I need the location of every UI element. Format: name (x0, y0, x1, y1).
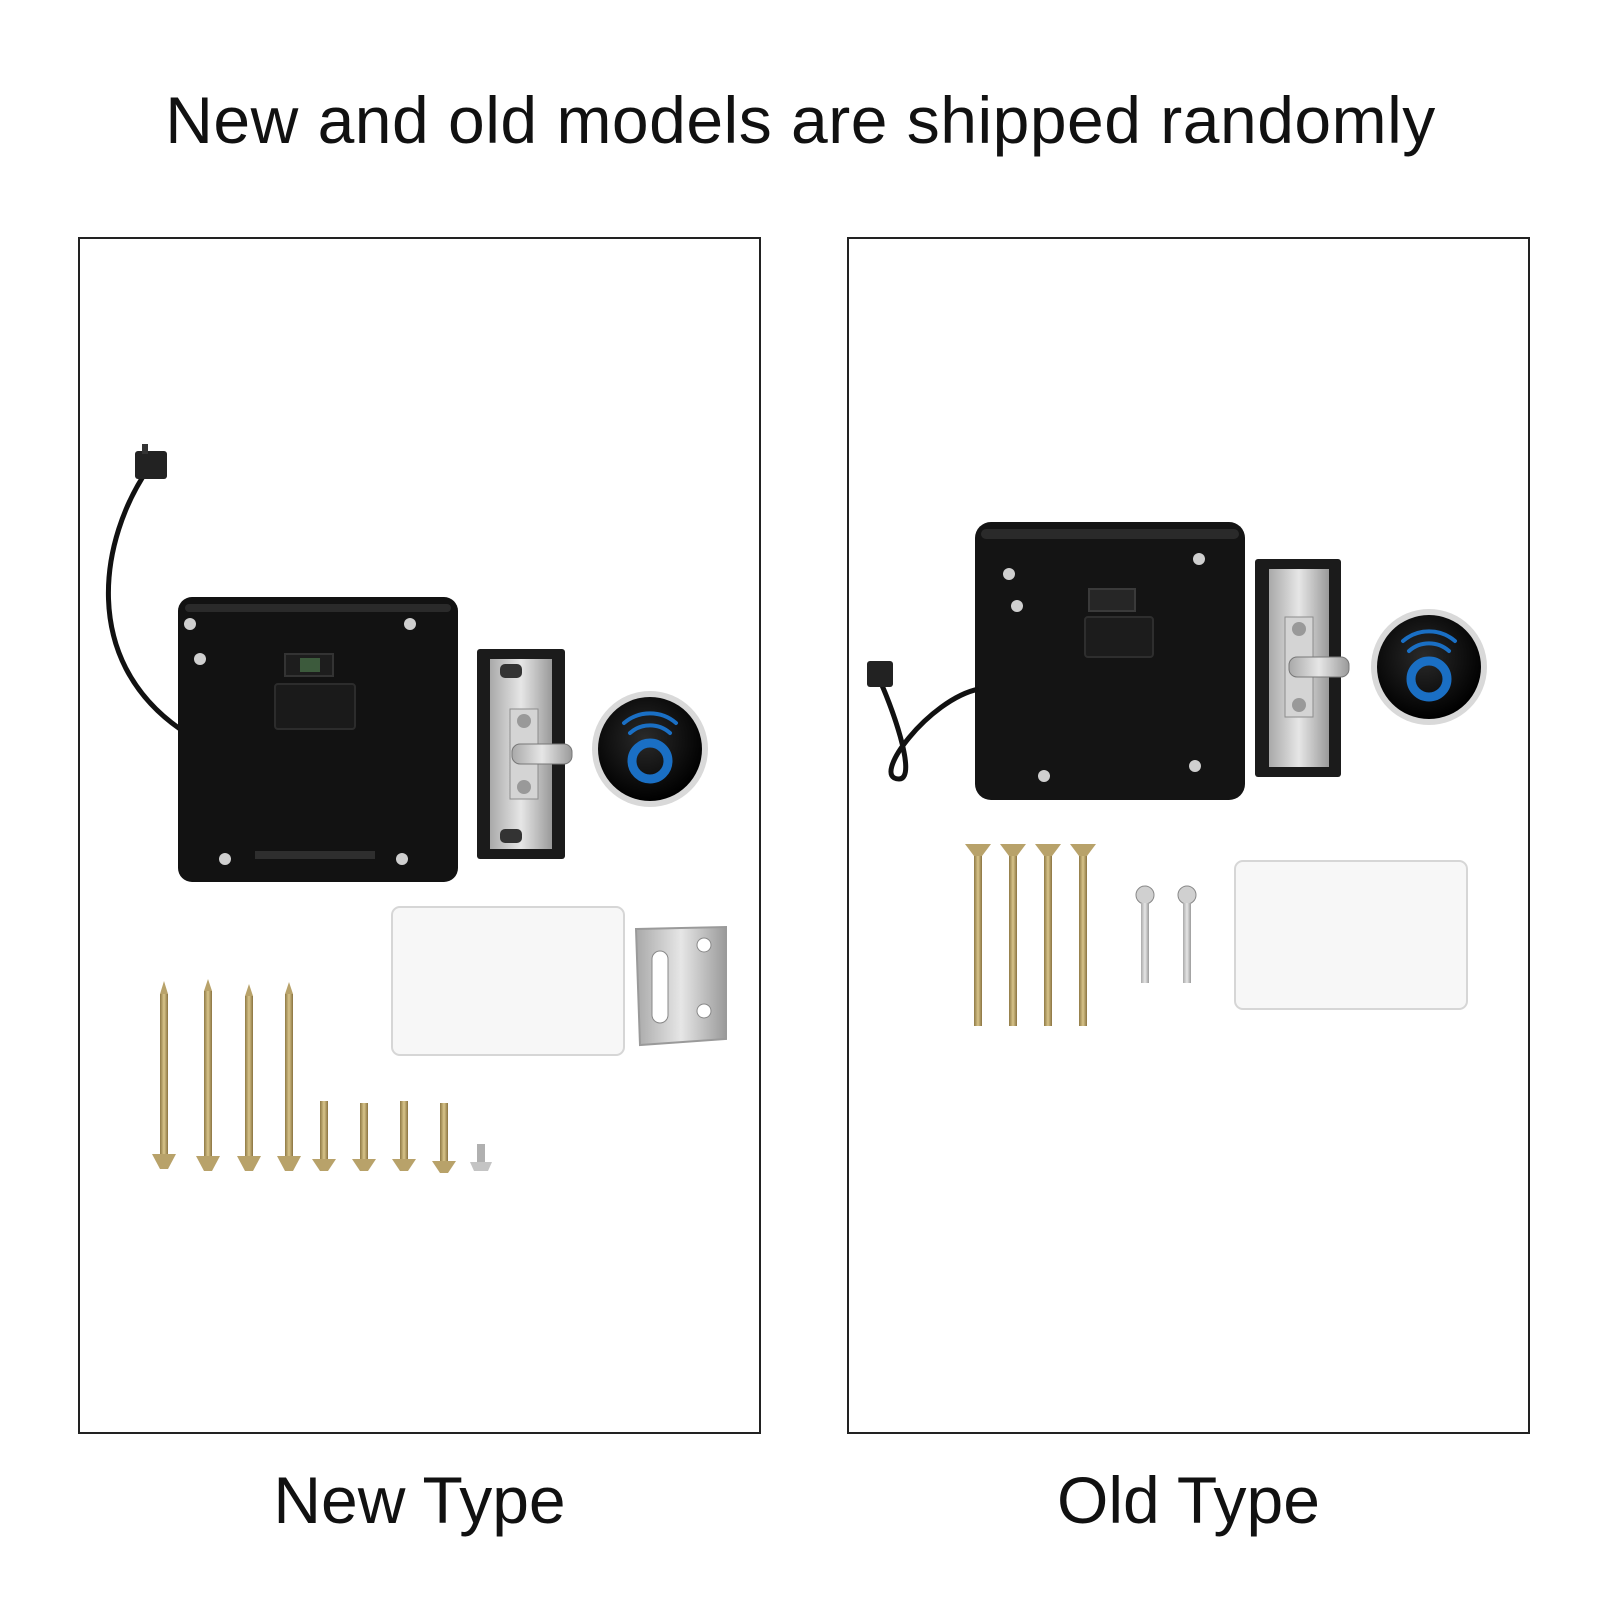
anchor-screw (1177, 885, 1197, 983)
long-screw (1000, 844, 1026, 1026)
long-screw (237, 984, 261, 1171)
long-screw (1070, 844, 1096, 1026)
short-screw (432, 1103, 456, 1173)
wireless-signal-icon (622, 711, 678, 784)
old-type-caption: Old Type (1057, 1463, 1320, 1537)
wireless-sensor (1371, 609, 1487, 725)
wireless-sensor (592, 691, 708, 807)
screw-set (965, 844, 1197, 1026)
access-card (1234, 860, 1468, 1010)
cable-plug-icon (135, 451, 167, 479)
lock-body (178, 597, 458, 882)
old-type-panel (847, 237, 1530, 1434)
long-screw (196, 979, 220, 1171)
metal-bracket (634, 925, 727, 1047)
cable-connector (105, 444, 182, 732)
new-type-caption: New Type (273, 1463, 566, 1537)
short-screw (312, 1101, 336, 1171)
lock-bolt-plate (477, 649, 573, 859)
access-card (391, 906, 625, 1056)
cable-connector (867, 661, 980, 782)
cable-plug-icon (867, 661, 893, 687)
short-screw (352, 1103, 376, 1171)
long-screw (277, 982, 301, 1171)
old-type-product-photo (867, 522, 1487, 1026)
long-screw (152, 981, 176, 1169)
short-screw (392, 1101, 416, 1171)
page-title: New and old models are shipped randomly (165, 83, 1436, 157)
anchor-screw (1135, 885, 1155, 983)
machine-screw (470, 1144, 492, 1171)
long-screw (965, 844, 991, 1026)
screw-set (152, 979, 492, 1173)
lock-body (975, 522, 1245, 800)
wireless-signal-icon (1401, 629, 1457, 702)
long-screw (1035, 844, 1061, 1026)
new-type-product-photo (105, 444, 727, 1173)
lock-bolt-plate (1255, 559, 1350, 777)
new-type-panel (78, 237, 761, 1434)
